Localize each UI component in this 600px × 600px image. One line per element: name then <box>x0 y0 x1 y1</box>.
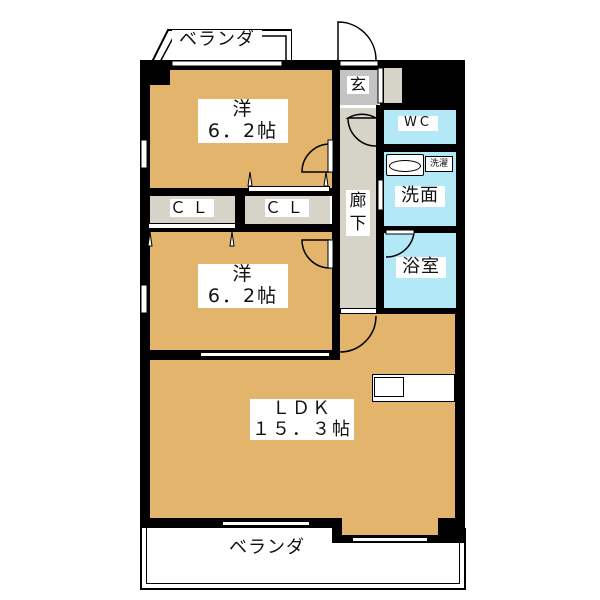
closet-2-label: ＣＬ <box>265 198 310 218</box>
hallway-label: 廊下 <box>346 190 370 236</box>
washroom-label: 洗面 <box>395 185 445 207</box>
outer-wall-left <box>140 60 150 525</box>
ldk-label: ＬＤＫ １５．３帖 <box>250 398 354 441</box>
closet-door-bottom <box>148 223 236 229</box>
kitchen-sink <box>374 377 404 397</box>
ldk-size: １５．３帖 <box>252 418 352 440</box>
closet-door-top <box>248 186 330 192</box>
western-room-1-type: 洋 <box>232 98 254 120</box>
wall-hall-left <box>332 70 340 360</box>
wall-bath-ldk <box>376 308 460 316</box>
bathroom-label: 浴室 <box>396 256 446 278</box>
balcony-bottom-inner <box>146 528 460 584</box>
wall-closet-divider <box>235 196 245 224</box>
room2-sliding-door <box>200 352 330 357</box>
outer-wall-bottom-step <box>332 518 342 540</box>
ldk-window-right <box>352 537 428 542</box>
corner-pillar-tl <box>140 60 170 85</box>
wall-hall-right <box>376 105 384 315</box>
outer-wall-top <box>140 60 465 70</box>
western-room-2-size: 6．2帖 <box>207 284 279 307</box>
balcony-top-label: ベランダ <box>172 29 262 51</box>
western-room-1-alcove <box>170 70 332 90</box>
wall-wash-bath <box>380 226 460 233</box>
closet-1-label: ＣＬ <box>170 198 215 218</box>
outer-wall-right <box>455 60 465 540</box>
wall-wc-wash <box>380 144 460 152</box>
western-room-2-type: 洋 <box>232 263 254 285</box>
wash-basin-bowl <box>389 160 421 172</box>
wall-room1-closets <box>140 188 340 196</box>
balcony-bottom-label: ベランダ <box>229 537 305 558</box>
western-room-2-label: 洋 6．2帖 <box>198 263 288 308</box>
washing-machine-label: 洗濯 <box>425 156 453 173</box>
balcony-bottom <box>140 528 466 590</box>
western-room-1-size: 6．2帖 <box>207 119 279 142</box>
ldk-window-left <box>222 521 310 526</box>
toilet-label: WC <box>398 115 438 131</box>
ldk-type: ＬＤＫ <box>272 398 332 419</box>
shoe-cabinet <box>384 68 402 103</box>
ldk-bay <box>340 515 438 535</box>
wall-closets-room2 <box>140 224 340 232</box>
entrance-label: 玄 <box>347 75 369 95</box>
western-room-1-label: 洋 6．2帖 <box>198 98 288 143</box>
ldk-entry <box>340 314 455 362</box>
